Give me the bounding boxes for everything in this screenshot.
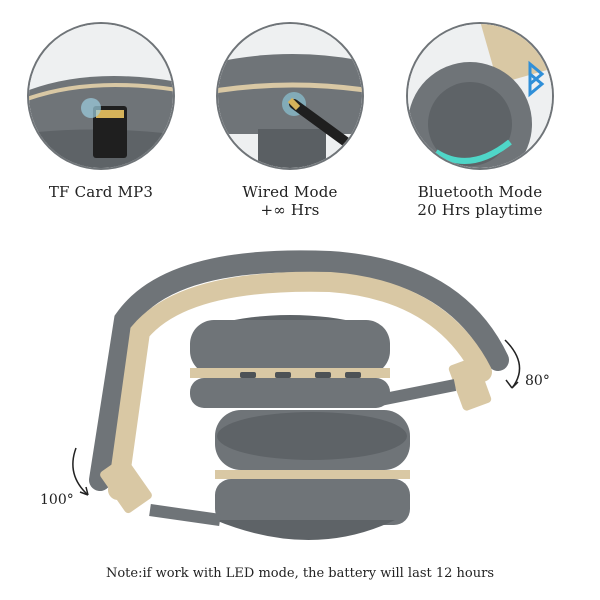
aux-jack-icon (282, 92, 351, 147)
tf-card-icon (93, 106, 127, 158)
caption-bluetooth: Bluetooth Mode 20 Hrs playtime (417, 183, 543, 219)
caption-wired: Wired Mode +∞ Hrs (242, 183, 338, 219)
bluetooth-closeup (406, 22, 554, 170)
tf-card-closeup (27, 22, 175, 170)
bluetooth-icon (528, 60, 545, 98)
battery-note: Note:if work with LED mode, the battery … (105, 566, 495, 581)
caption-tf-card: TF Card MP3 (48, 183, 154, 201)
angle-left-label: 100° (40, 492, 74, 508)
wired-jack-closeup (216, 22, 364, 170)
angle-right-label: 80° (525, 373, 550, 389)
